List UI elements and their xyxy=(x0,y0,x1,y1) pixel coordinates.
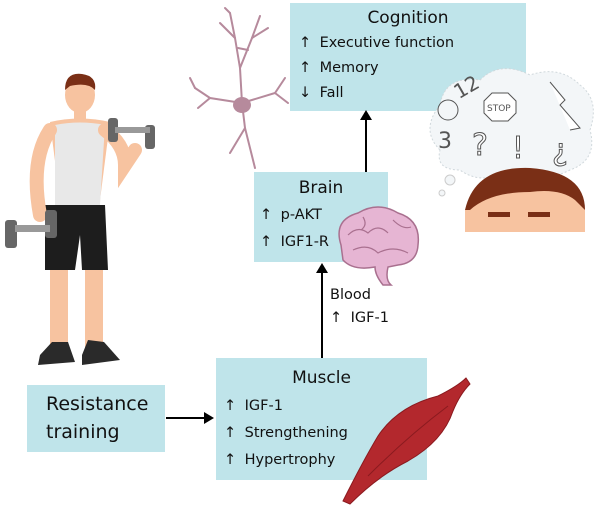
item-label: Memory xyxy=(319,60,379,76)
arrow-brain-to-cognition xyxy=(360,110,372,172)
muscle-title: Muscle xyxy=(292,368,351,388)
cognition-box: Cognition ↑ Executive function ↑ Memory … xyxy=(290,3,526,111)
neuron-illustration xyxy=(189,7,289,169)
resistance-label-line2: training xyxy=(46,421,120,443)
arrow-training-to-muscle xyxy=(166,412,214,424)
up-arrow-icon: ↑ xyxy=(299,35,312,51)
up-arrow-icon: ↑ xyxy=(330,310,343,326)
muscle-item: ↑ IGF-1 xyxy=(224,398,283,414)
up-arrow-icon: ↑ xyxy=(299,60,312,76)
resistance-label-line1: Resistance xyxy=(46,393,149,415)
cognition-title: Cognition xyxy=(367,8,449,28)
cognition-item: ↑ Memory xyxy=(299,60,379,76)
up-arrow-icon: ↑ xyxy=(224,452,237,468)
inverted-question-text: ¿ xyxy=(552,133,568,168)
item-label: Strengthening xyxy=(244,425,348,441)
item-label: Fall xyxy=(319,85,344,101)
down-arrow-icon: ↓ xyxy=(299,85,312,101)
muscle-item: ↑ Hypertrophy xyxy=(224,452,335,468)
up-arrow-icon: ↑ xyxy=(224,425,237,441)
resistance-training-box: Resistance training xyxy=(27,385,165,452)
confused-head-illustration: 12 3 STOP ? ! ¿ xyxy=(429,68,594,232)
arrow-muscle-to-brain xyxy=(316,263,328,358)
brain-item: ↑ IGF1-R xyxy=(260,234,329,250)
brain-item: ↑ p-AKT xyxy=(260,207,322,223)
item-label: Hypertrophy xyxy=(244,452,336,468)
brain-title: Brain xyxy=(298,178,344,198)
up-arrow-icon: ↑ xyxy=(260,234,273,250)
item-label: IGF-1 xyxy=(244,398,283,414)
item-label: p-AKT xyxy=(280,207,322,223)
up-arrow-icon: ↑ xyxy=(260,207,273,223)
question-mark-text: ? xyxy=(472,128,488,163)
muscle-illustration xyxy=(342,377,471,505)
man-with-dumbbells-illustration xyxy=(5,73,155,365)
muscle-item: ↑ Strengthening xyxy=(224,425,348,441)
stop-sign-text: STOP xyxy=(487,104,511,114)
cognition-item: ↑ Executive function xyxy=(299,35,454,51)
up-arrow-icon: ↑ xyxy=(224,398,237,414)
blood-label: Blood xyxy=(330,287,371,303)
item-label: Executive function xyxy=(319,35,455,51)
blood-item: ↑ IGF-1 xyxy=(330,310,389,326)
item-label: IGF-1 xyxy=(350,310,389,326)
exclamation-text: ! xyxy=(512,131,524,166)
brain-illustration xyxy=(338,206,420,286)
cognition-item: ↓ Fall xyxy=(299,85,344,101)
item-label: IGF1-R xyxy=(280,234,329,250)
number-three-text: 3 xyxy=(438,129,452,154)
